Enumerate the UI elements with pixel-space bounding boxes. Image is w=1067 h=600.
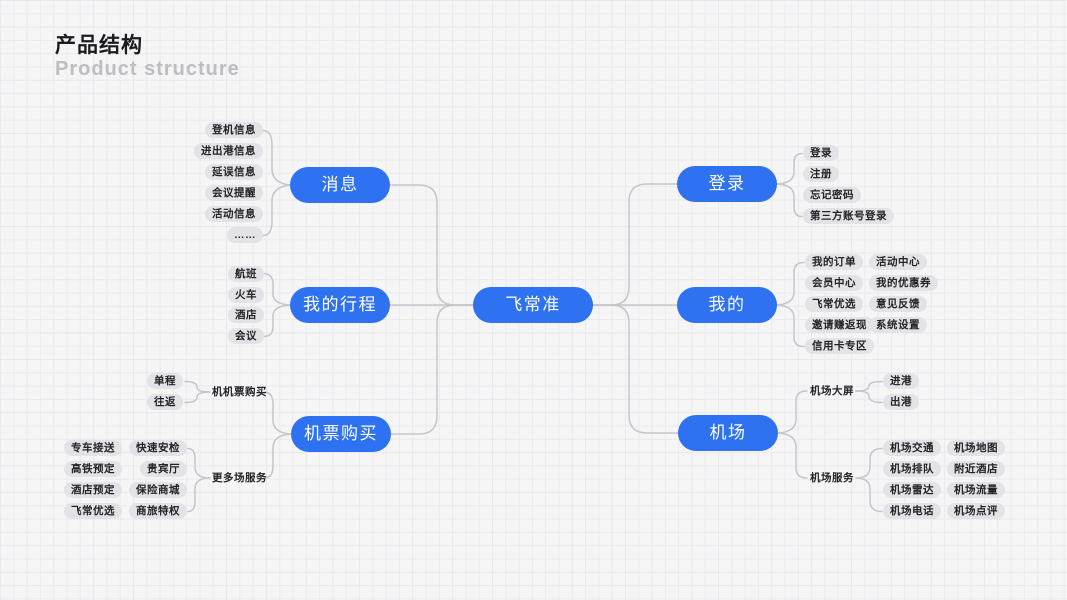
- root-node[interactable]: 飞常准: [473, 287, 593, 323]
- leaf-pill[interactable]: 延误信息: [205, 164, 263, 180]
- leaf-pill[interactable]: 酒店: [228, 307, 264, 323]
- leaf-pill[interactable]: 往返: [147, 394, 183, 410]
- leaf-pill[interactable]: 飞常优选: [805, 296, 863, 312]
- leaf-pill[interactable]: 忘记密码: [803, 187, 861, 203]
- leaf-pill[interactable]: 信用卡专区: [805, 338, 874, 354]
- leaf-pill[interactable]: 我的优惠券: [869, 275, 938, 291]
- leaf-pill[interactable]: 机场点评: [947, 503, 1005, 519]
- leaf-pill[interactable]: 邀请赚返现: [805, 317, 874, 333]
- leaf-pill[interactable]: 附近酒店: [947, 461, 1005, 477]
- leaf-pill[interactable]: 快速安检: [129, 440, 187, 456]
- leaf-pill[interactable]: 登机信息: [205, 122, 263, 138]
- page-title: 产品结构: [55, 34, 143, 57]
- subbranch-airport-screen[interactable]: 机场大屏: [810, 385, 854, 397]
- leaf-pill-more-dots[interactable]: ……: [227, 227, 263, 243]
- leaf-pill[interactable]: 进港: [883, 373, 919, 389]
- leaf-pill[interactable]: 会议: [228, 328, 264, 344]
- leaf-pill[interactable]: 系统设置: [869, 317, 927, 333]
- leaf-pill[interactable]: 注册: [803, 166, 839, 182]
- leaf-pill[interactable]: 活动中心: [869, 254, 927, 270]
- leaf-pill[interactable]: 飞常优选: [64, 503, 122, 519]
- branch-node-messages[interactable]: 消息: [290, 167, 390, 203]
- leaf-pill[interactable]: 机场雷达: [883, 482, 941, 498]
- leaf-pill[interactable]: 单程: [147, 373, 183, 389]
- leaf-pill[interactable]: 会员中心: [805, 275, 863, 291]
- leaf-pill[interactable]: 机场地图: [947, 440, 1005, 456]
- leaf-pill[interactable]: 意见反馈: [869, 296, 927, 312]
- leaf-pill[interactable]: 第三方账号登录: [803, 208, 894, 224]
- branch-node-airport[interactable]: 机场: [678, 415, 778, 451]
- leaf-pill[interactable]: 商旅特权: [129, 503, 187, 519]
- leaf-pill[interactable]: 高铁预定: [64, 461, 122, 477]
- leaf-pill[interactable]: 出港: [883, 394, 919, 410]
- leaf-pill[interactable]: 进出港信息: [194, 143, 263, 159]
- leaf-pill[interactable]: 机场电话: [883, 503, 941, 519]
- leaf-pill[interactable]: 机场排队: [883, 461, 941, 477]
- branch-node-mine[interactable]: 我的: [677, 287, 777, 323]
- leaf-pill[interactable]: 航班: [228, 266, 264, 282]
- subbranch-ticket-purchase[interactable]: 机机票购买: [212, 386, 267, 398]
- branch-node-my-trips[interactable]: 我的行程: [290, 287, 390, 323]
- subbranch-airport-service[interactable]: 机场服务: [810, 472, 854, 484]
- leaf-pill[interactable]: 我的订单: [805, 254, 863, 270]
- leaf-pill[interactable]: 活动信息: [205, 206, 263, 222]
- leaf-pill[interactable]: 保险商城: [129, 482, 187, 498]
- leaf-pill[interactable]: 机场交通: [883, 440, 941, 456]
- branch-node-login[interactable]: 登录: [677, 166, 777, 202]
- leaf-pill[interactable]: 机场流量: [947, 482, 1005, 498]
- leaf-pill[interactable]: 火车: [228, 287, 264, 303]
- leaf-pill[interactable]: 专车接送: [64, 440, 122, 456]
- leaf-pill[interactable]: 会议提醒: [205, 185, 263, 201]
- leaf-pill[interactable]: 登录: [803, 145, 839, 161]
- subbranch-more-services[interactable]: 更多场服务: [212, 472, 267, 484]
- leaf-pill[interactable]: 贵宾厅: [140, 461, 187, 477]
- page-subtitle: Product structure: [55, 58, 240, 80]
- leaf-pill[interactable]: 酒店预定: [64, 482, 122, 498]
- branch-node-ticket-purchase[interactable]: 机票购买: [291, 416, 391, 452]
